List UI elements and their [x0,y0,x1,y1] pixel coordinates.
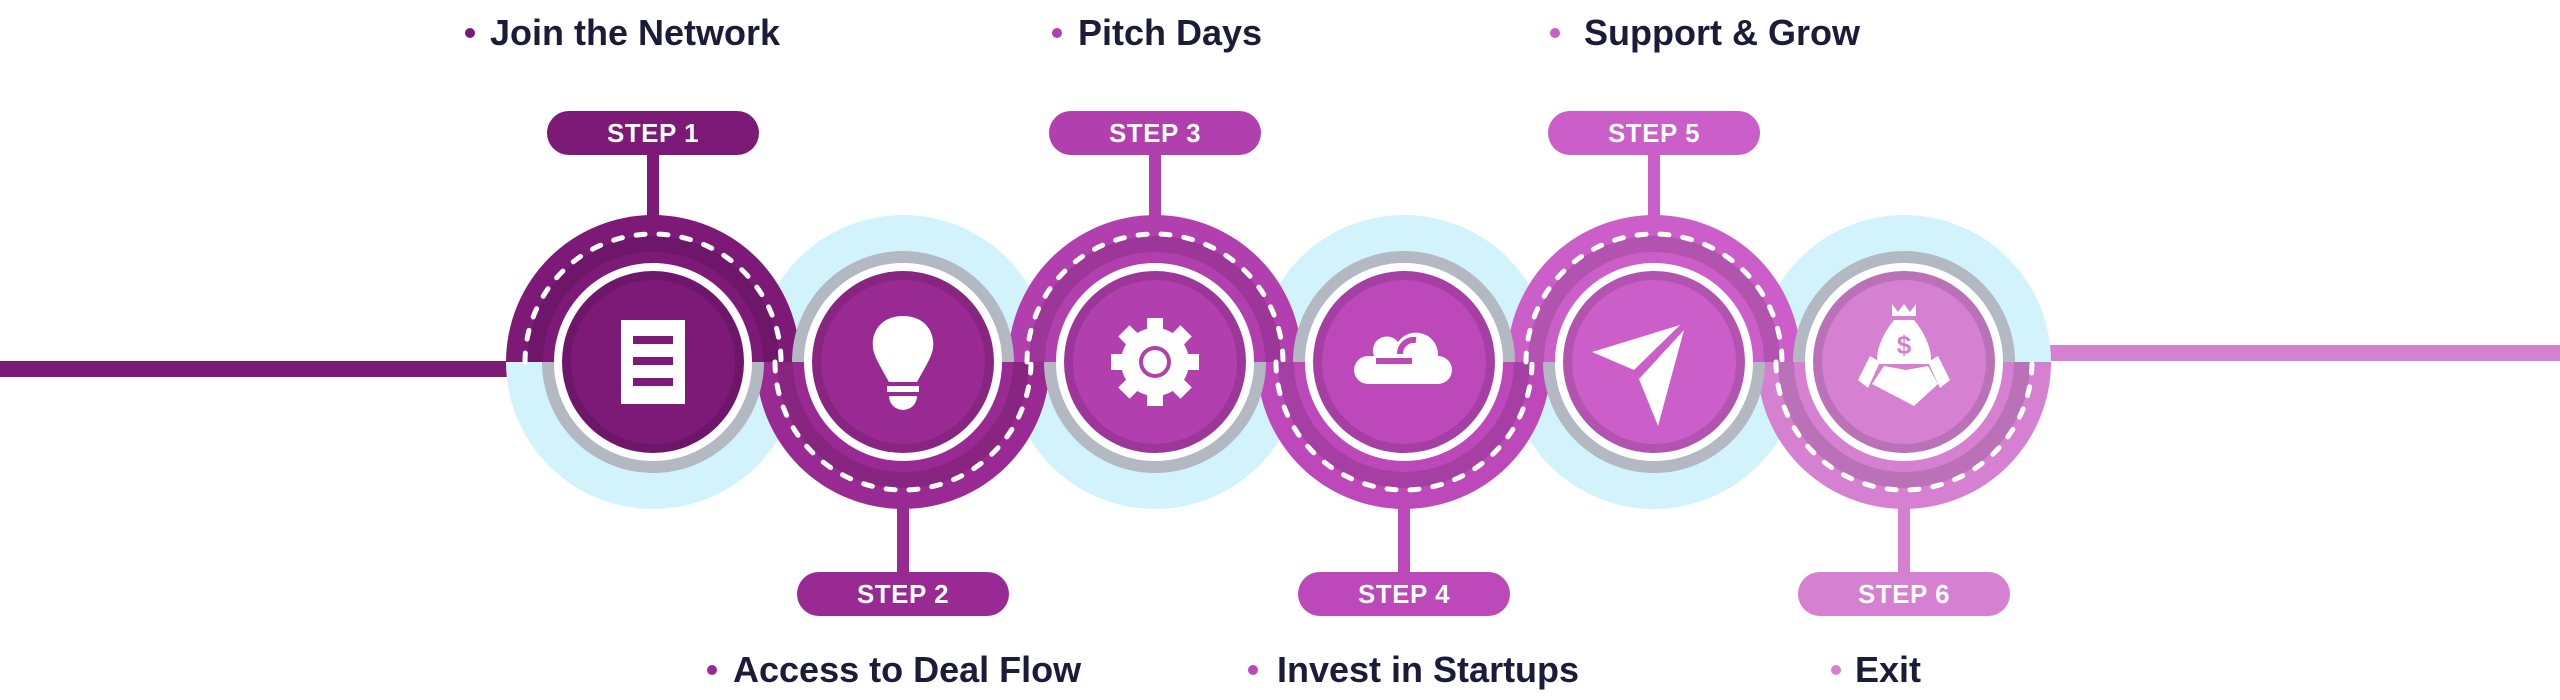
step-badge-4: STEP 4 [1298,572,1510,616]
gear-tooth [1118,377,1140,399]
money-bag [1877,320,1931,364]
step-stem [1149,150,1161,220]
gear-tooth [1170,377,1192,399]
step-badge-3: STEP 3 [1049,111,1261,155]
step-stem [1898,505,1910,577]
step-ring-shadow [1278,361,1530,488]
gray-ring [542,361,764,473]
gear-tooth [1118,325,1140,347]
step-title-1: Join the Network [490,12,781,53]
step-stem [1648,150,1660,220]
cloud-upload-icon [1354,332,1452,384]
step-title-4: Invest in Startups [1277,649,1580,690]
step-ring-shadow [1029,236,1281,363]
doc-line [633,357,673,365]
bulb-base [889,396,917,410]
money-bag-handshake-icon: $ [1858,304,1950,406]
step-ring-shadow [527,236,779,363]
doc-line [633,336,673,344]
bullet-icon [465,28,475,38]
gray-ring [1293,251,1515,363]
timeline-line-right [2011,345,2560,361]
plane-wing [1592,325,1680,370]
step-badge-5: STEP 5 [1548,111,1760,155]
step-badge-2: STEP 2 [797,572,1009,616]
gear-icon [1111,318,1199,406]
step-title-6: Exit [1855,649,1922,690]
arrow-head [1412,350,1428,372]
dollar-sign: $ [1897,330,1912,360]
step-title-3: Pitch Days [1078,12,1263,53]
bullet-icon [1248,665,1258,675]
gray-ring [792,251,1014,363]
gear-tooth [1170,325,1192,347]
timeline-line-left [0,361,512,377]
step-stem [1398,505,1410,577]
step-ring-shadow [777,361,1029,488]
gray-ring [1793,251,2015,363]
step-badge-1: STEP 1 [547,111,759,155]
bullet-icon [1052,28,1062,38]
left-cuff [1858,356,1880,388]
step-title-5: Support & Grow [1584,12,1860,53]
gray-ring [1044,361,1266,473]
bullet-icon [1550,28,1560,38]
arrow-arc [1396,336,1417,355]
step-ring-shadow [1528,236,1780,363]
document-icon [621,320,685,404]
plane-body [1639,330,1684,426]
step-stem [897,505,909,577]
icon-disc [1572,280,1736,444]
step-badge-6: STEP 6 [1798,572,2010,616]
bulb-band [887,386,919,392]
right-cuff [1928,356,1950,388]
bag-top [1892,304,1916,316]
bullet-icon [1831,665,1841,675]
gear-center [1143,350,1167,374]
doc-line [633,378,673,386]
step-stem [647,150,659,220]
lightbulb-icon [872,316,934,410]
step-ring-shadow [1778,361,2030,488]
gray-ring [1543,361,1765,473]
bulb [872,316,934,382]
handshake [1872,366,1938,406]
step-title-2: Access to Deal Flow [733,649,1082,690]
arrow-shaft [1376,358,1412,364]
bullet-icon [707,665,717,675]
paper-plane-icon [1592,325,1684,426]
